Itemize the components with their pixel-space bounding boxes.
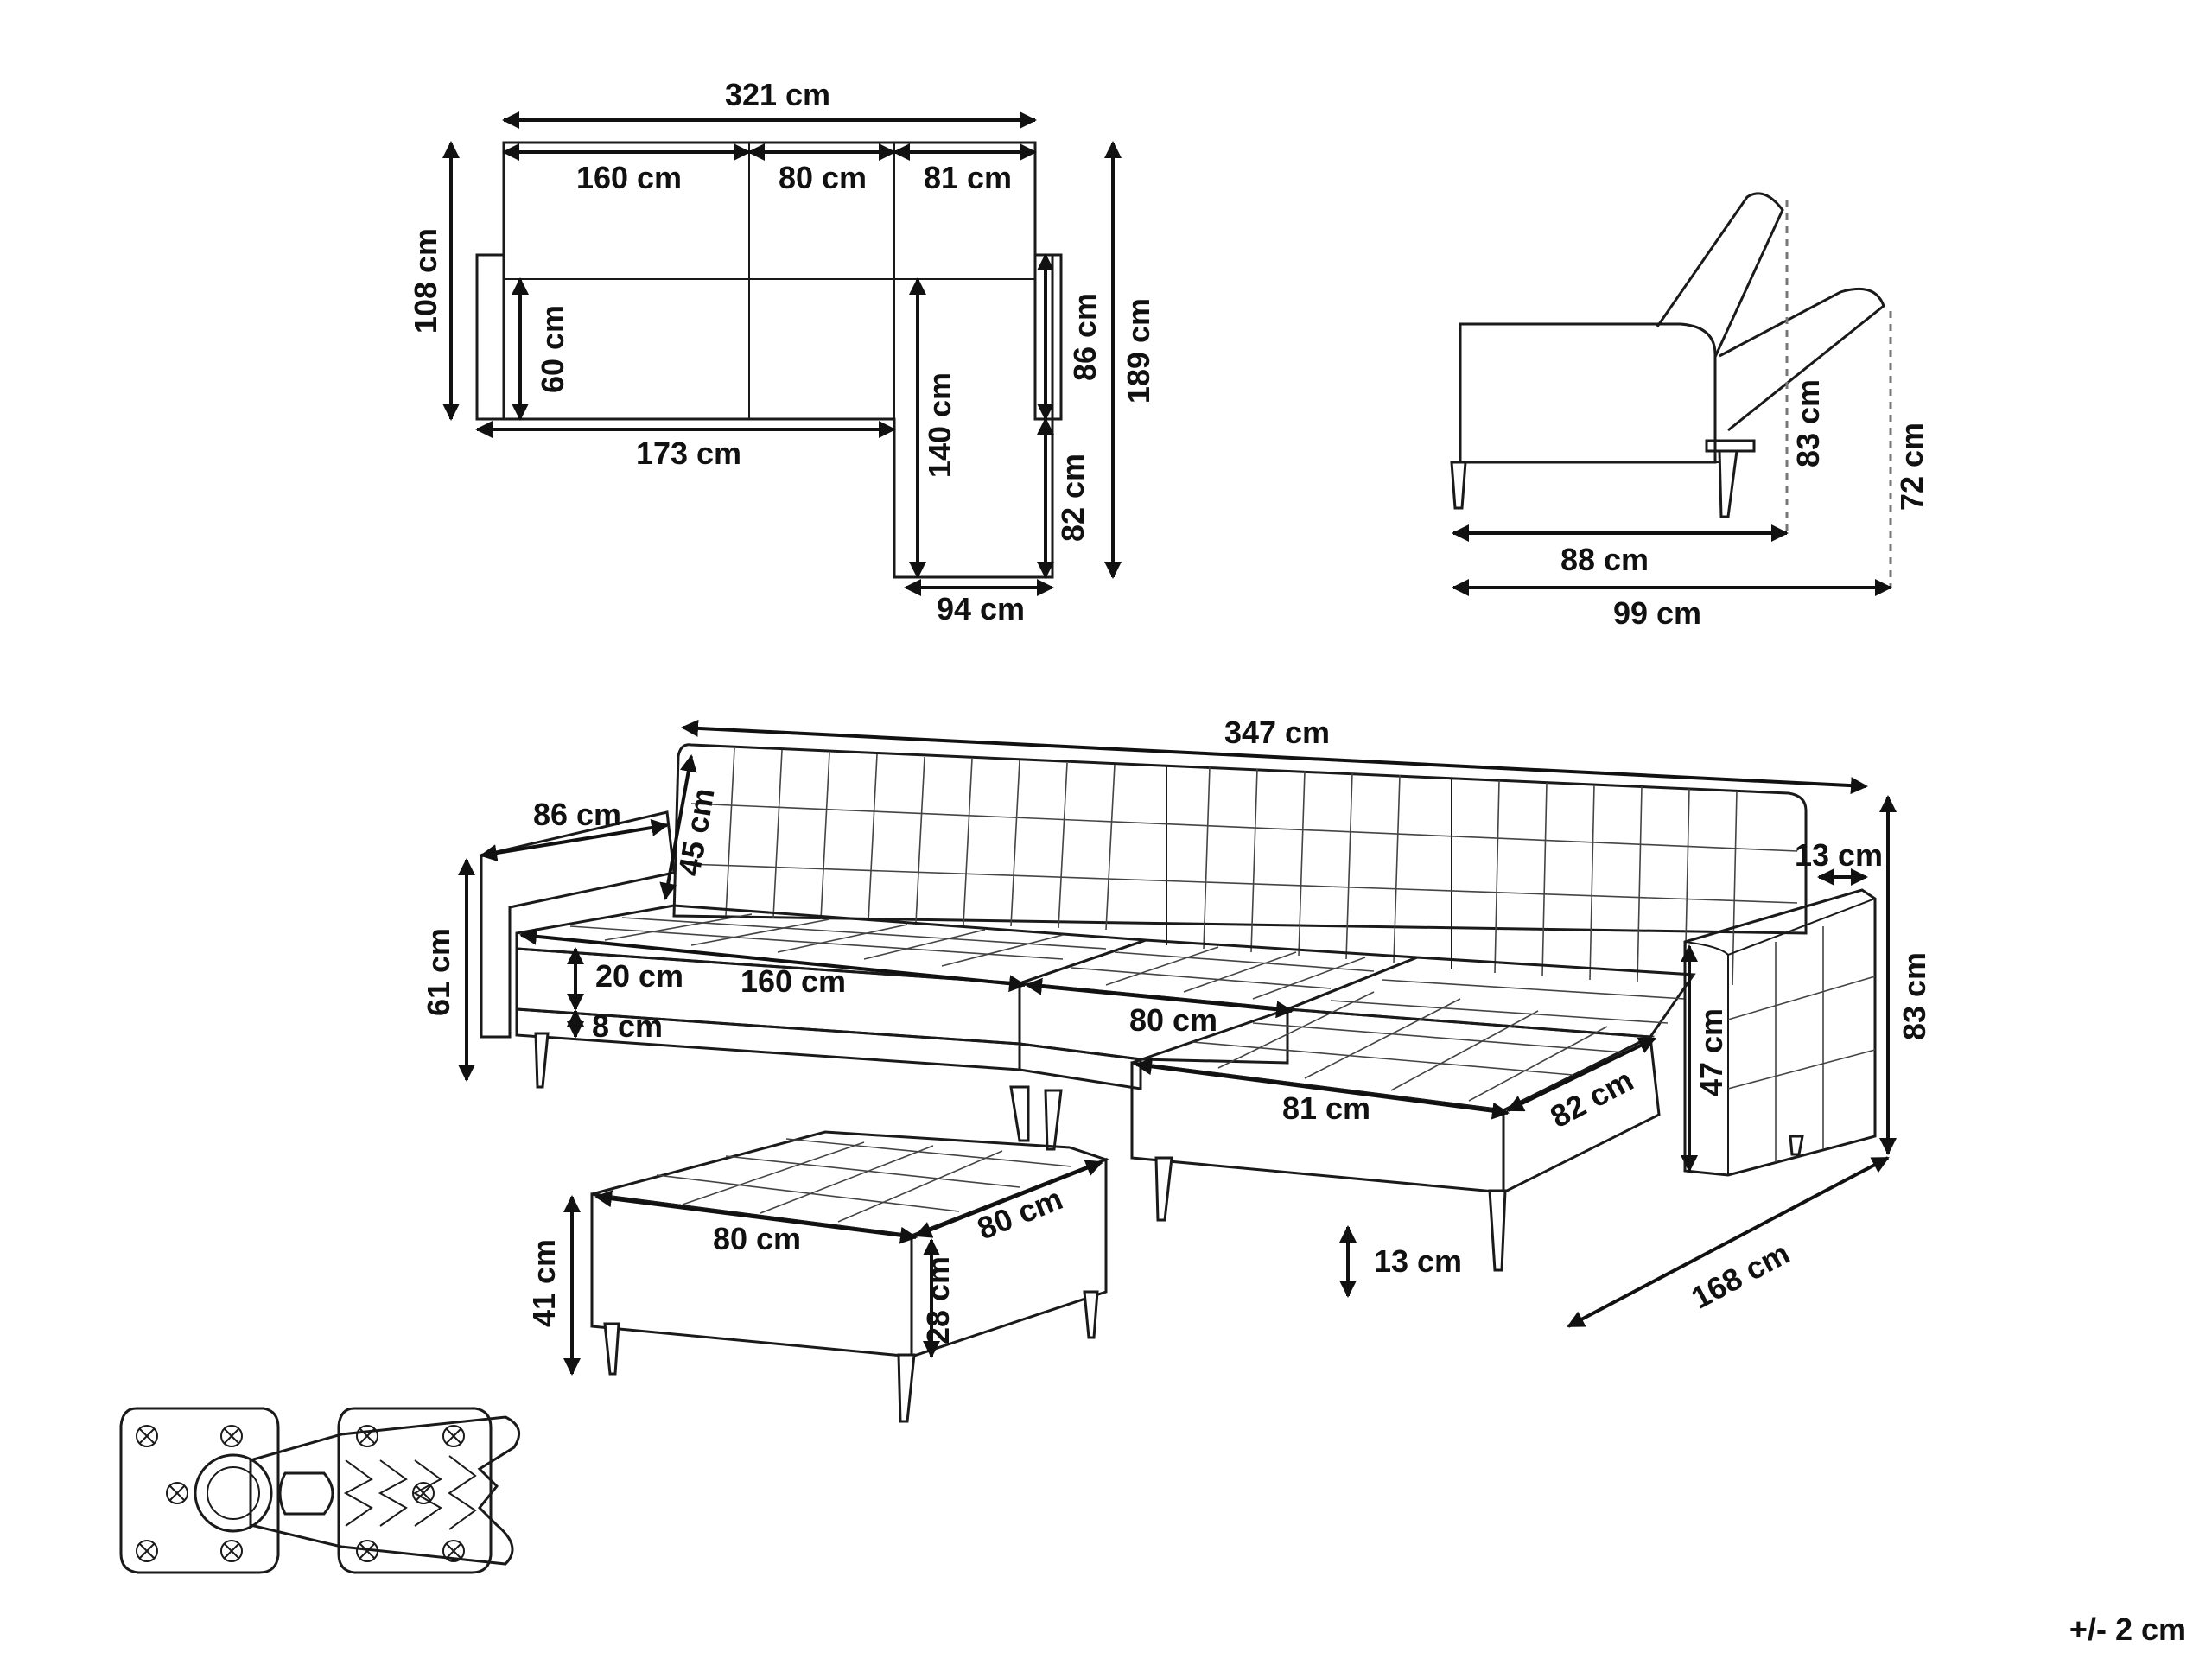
top-total-width: 321 cm (725, 77, 830, 112)
hinge-detail (119, 1407, 521, 1574)
top-base-width: 173 cm (636, 435, 741, 471)
persp-chaise-depth: 82 cm (1544, 1062, 1638, 1135)
top-depth-main: 108 cm (408, 228, 443, 334)
top-total-depth: 189 cm (1121, 298, 1156, 404)
persp-leg-height: 13 cm (1374, 1243, 1462, 1279)
top-seat-right: 81 cm (924, 160, 1012, 195)
persp-arm-height: 61 cm (421, 928, 456, 1016)
persp-total-length: 347 cm (1224, 715, 1330, 750)
top-seat-left: 160 cm (576, 160, 682, 195)
persp-side-height: 47 cm (1694, 1008, 1729, 1096)
top-chaise-length: 140 cm (922, 372, 957, 478)
ottoman: 80 cm 80 cm 41 cm 28 cm (526, 1130, 1110, 1423)
top-chaise-width: 94 cm (937, 591, 1025, 626)
ottoman-height: 41 cm (526, 1239, 562, 1327)
side-depth-reclined: 99 cm (1613, 595, 1701, 631)
top-arm-depth: 86 cm (1067, 293, 1103, 381)
side-view: 83 cm 72 cm 88 cm 99 cm (1450, 192, 1929, 631)
arm-tufting-right (1727, 926, 1876, 1162)
side-height-upright: 83 cm (1790, 379, 1826, 467)
side-depth-upright: 88 cm (1560, 542, 1649, 577)
ottoman-depth: 80 cm (972, 1180, 1067, 1246)
persp-seat-right: 81 cm (1282, 1090, 1370, 1126)
screw-icons (136, 1425, 465, 1562)
sofa-perspective: 347 cm 86 cm 45 cm 13 cm 61 cm 20 cm 160… (421, 715, 1932, 1328)
tolerance-note: +/- 2 cm (2069, 1611, 2186, 1647)
persp-arm-width: 13 cm (1795, 837, 1883, 873)
persp-seat-left: 160 cm (741, 963, 846, 999)
seat-tufting-middle (1071, 946, 1375, 1000)
ottoman-cushion-height: 28 cm (920, 1256, 956, 1344)
top-chaise-rest: 82 cm (1055, 454, 1090, 542)
top-seat-depth: 60 cm (535, 305, 570, 393)
top-seat-middle: 80 cm (779, 160, 867, 195)
ottoman-width: 80 cm (713, 1221, 801, 1256)
persp-seat-middle: 80 cm (1129, 1002, 1217, 1038)
persp-cushion-thickness: 20 cm (595, 958, 683, 994)
persp-total-height: 83 cm (1897, 952, 1932, 1040)
persp-base-clearance: 8 cm (592, 1008, 663, 1044)
persp-total-depth: 168 cm (1686, 1235, 1796, 1316)
top-view: 321 cm 160 cm 80 cm 81 cm 108 cm 60 cm 1… (408, 77, 1156, 626)
persp-arm-length: 86 cm (533, 797, 621, 832)
back-tufting (686, 747, 1798, 986)
side-height-reclined: 72 cm (1894, 423, 1929, 511)
